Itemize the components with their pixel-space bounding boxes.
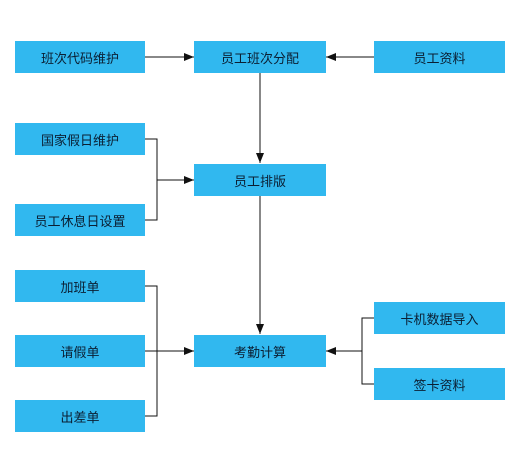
node-overtime-form-label: 加班单 <box>60 280 100 296</box>
node-national-holiday-maintenance-label: 国家假日维护 <box>40 133 119 149</box>
node-shift-code-maintenance-label: 班次代码维护 <box>40 51 119 67</box>
node-employee-data: 员工资料 <box>374 41 505 73</box>
node-leave-form-label: 请假单 <box>60 345 100 361</box>
node-national-holiday-maintenance: 国家假日维护 <box>15 123 145 155</box>
node-employee-shift-assignment: 员工班次分配 <box>194 41 326 73</box>
node-business-trip-form: 出差单 <box>15 400 145 432</box>
node-employee-scheduling: 员工排版 <box>194 164 326 196</box>
node-employee-scheduling-label: 员工排版 <box>233 174 286 190</box>
node-attendance-calculation-label: 考勤计算 <box>233 345 286 361</box>
node-employee-data-label: 员工资料 <box>413 51 466 67</box>
node-attendance-calculation: 考勤计算 <box>194 335 326 367</box>
node-overtime-form: 加班单 <box>15 270 145 302</box>
node-employee-shift-assignment-label: 员工班次分配 <box>220 51 299 67</box>
edge-holiday-and-restday-bracket <box>145 138 158 221</box>
node-shift-code-maintenance: 班次代码维护 <box>15 41 145 73</box>
node-sign-card-data: 签卡资料 <box>374 368 505 400</box>
node-card-machine-data-import-label: 卡机数据导入 <box>400 312 479 328</box>
node-employee-rest-day-setting: 员工休息日设置 <box>15 204 145 236</box>
node-business-trip-form-label: 出差单 <box>60 410 100 426</box>
node-employee-rest-day-setting-label: 员工休息日设置 <box>34 214 126 230</box>
node-card-machine-data-import: 卡机数据导入 <box>374 302 505 334</box>
edge-card-data-bracket <box>361 317 374 385</box>
node-sign-card-data-label: 签卡资料 <box>413 378 466 394</box>
node-leave-form: 请假单 <box>15 335 145 367</box>
